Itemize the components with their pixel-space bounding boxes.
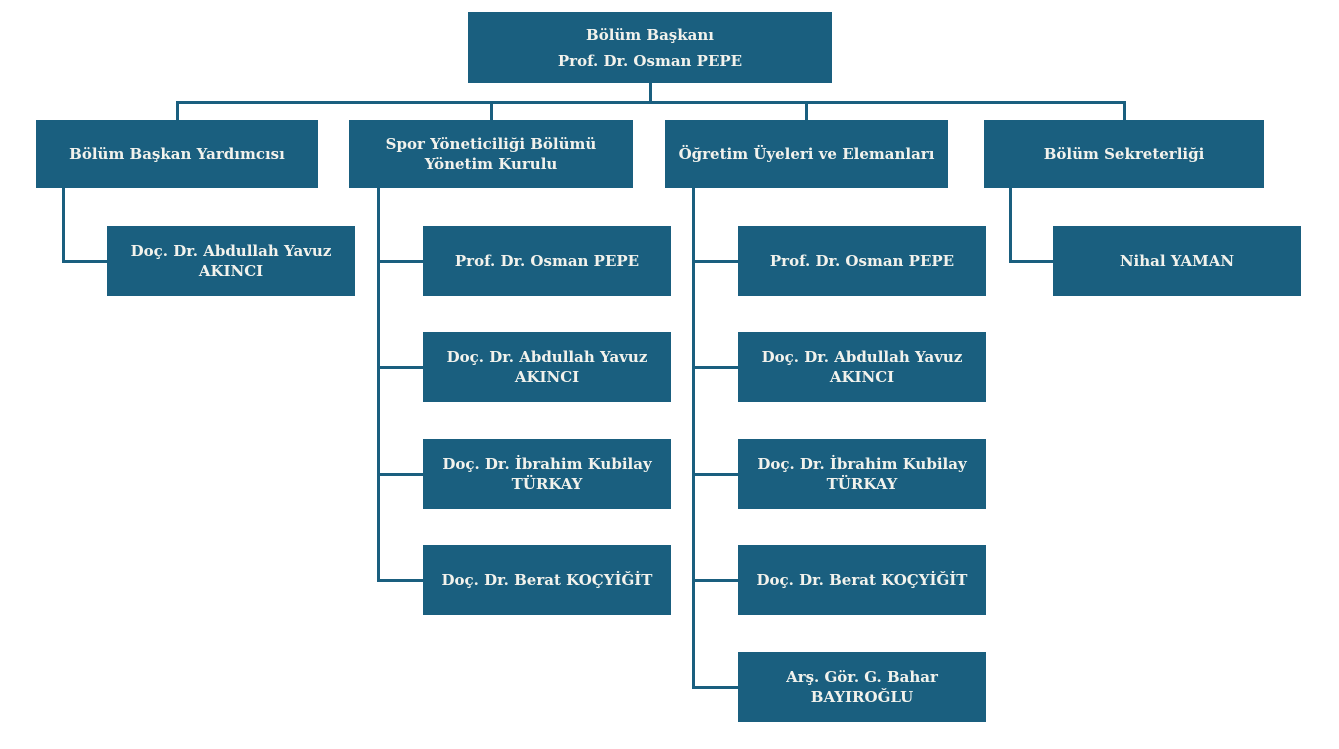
connector-line [805,101,808,120]
connector-line [691,472,738,476]
org-node-member: Prof. Dr. Osman PEPE [738,226,986,296]
connector-line [1122,101,1126,120]
org-node-branch-label: Bölüm Sekreterliği [1043,145,1205,163]
org-node-member-label: Doç. Dr. Berat KOÇYİĞİT [441,571,653,589]
org-node-member-label: Doç. Dr. Abdullah Yavuz AKINCI [130,242,332,280]
org-node-member: Arş. Gör. G. Bahar BAYIROĞLU [738,652,986,722]
connector-line [376,259,423,263]
org-node-member: Doç. Dr. Berat KOÇYİĞİT [423,545,671,615]
connector-line [691,188,695,689]
connector-line [648,83,652,104]
org-node-member: Doç. Dr. Abdullah Yavuz AKINCI [107,226,355,296]
connector-line [376,188,380,582]
org-node-member-label: Prof. Dr. Osman PEPE [454,252,640,270]
connector-line [175,101,1126,104]
connector-line [61,188,65,263]
org-node-member: Doç. Dr. İbrahim Kubilay TÜRKAY [738,439,986,509]
connector-line [691,685,738,689]
org-node-member: Doç. Dr. Abdullah Yavuz AKINCI [423,332,671,402]
org-node-member-label: Doç. Dr. Abdullah Yavuz AKINCI [761,348,963,386]
org-node-member: Prof. Dr. Osman PEPE [423,226,671,296]
org-node-member-label: Doç. Dr. İbrahim Kubilay TÜRKAY [757,455,967,493]
org-node-root-label: Bölüm Başkanı [586,25,714,44]
connector-line [691,365,738,369]
connector-line [489,101,493,120]
org-node-member-label: Prof. Dr. Osman PEPE [769,252,955,270]
connector-line [175,101,179,120]
org-node-member-label: Nihal YAMAN [1119,252,1235,270]
org-node-member-label: Doç. Dr. İbrahim Kubilay TÜRKAY [442,455,652,493]
org-node-member-label: Doç. Dr. Berat KOÇYİĞİT [756,571,968,589]
org-node-member: Nihal YAMAN [1053,226,1301,296]
connector-line [61,259,107,263]
connector-line [376,472,423,476]
org-node-branch: Spor Yöneticiliği Bölümü Yönetim Kurulu [349,120,633,188]
connector-line [1008,188,1012,263]
connector-line [376,578,423,582]
connector-line [1008,259,1053,263]
org-node-member-label: Doç. Dr. Abdullah Yavuz AKINCI [446,348,648,386]
org-node-branch: Öğretim Üyeleri ve Elemanları [665,120,948,188]
org-node-branch-label: Öğretim Üyeleri ve Elemanları [678,145,935,163]
org-node-member: Doç. Dr. Berat KOÇYİĞİT [738,545,986,615]
org-node-branch-label: Spor Yöneticiliği Bölümü Yönetim Kurulu [385,135,597,173]
org-node-branch: Bölüm Başkan Yardımcısı [36,120,318,188]
org-node-member-label: Arş. Gör. G. Bahar BAYIROĞLU [786,668,938,706]
org-node-member: Doç. Dr. Abdullah Yavuz AKINCI [738,332,986,402]
org-node-branch: Bölüm Sekreterliği [984,120,1264,188]
connector-line [691,578,738,582]
connector-line [691,259,738,263]
org-node-branch-label: Bölüm Başkan Yardımcısı [69,145,285,163]
org-node-member: Doç. Dr. İbrahim Kubilay TÜRKAY [423,439,671,509]
connector-line [376,365,423,369]
org-node-root-label: Prof. Dr. Osman PEPE [557,51,743,70]
